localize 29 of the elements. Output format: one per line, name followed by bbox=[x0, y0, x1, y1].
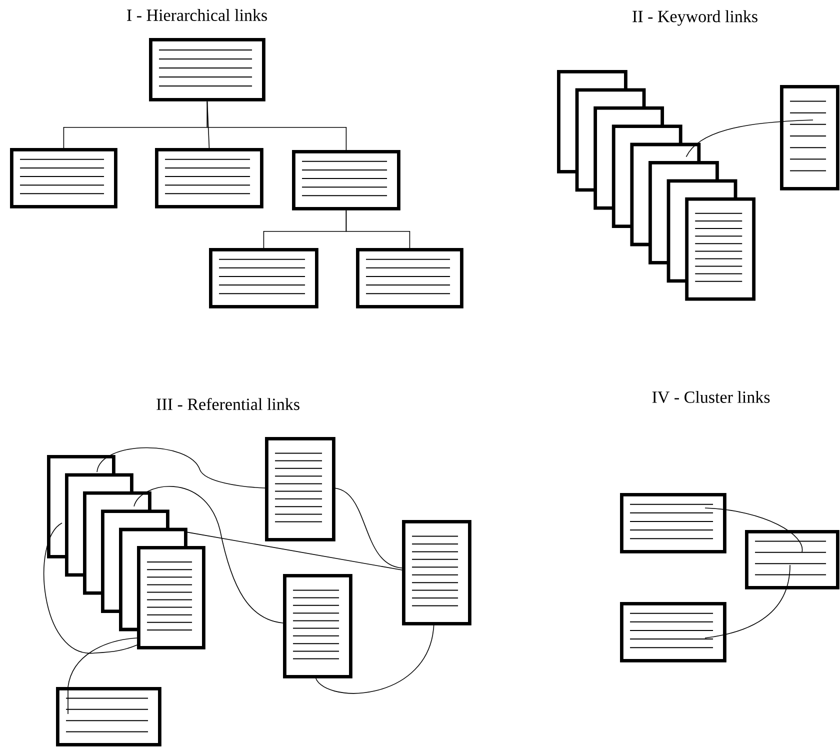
document-box bbox=[292, 150, 400, 210]
connector-line bbox=[704, 508, 802, 552]
document-box bbox=[209, 248, 318, 308]
connector-line bbox=[68, 638, 138, 714]
document-box bbox=[155, 148, 264, 208]
document-box bbox=[402, 520, 472, 626]
document-box bbox=[685, 197, 756, 301]
document-box bbox=[620, 493, 726, 554]
connector-line bbox=[184, 531, 402, 570]
document-box bbox=[56, 687, 162, 746]
connector-line bbox=[704, 564, 790, 638]
document-box bbox=[137, 546, 206, 650]
connector-line bbox=[206, 101, 347, 150]
document-box bbox=[149, 38, 266, 102]
document-box bbox=[745, 530, 840, 590]
document-box bbox=[265, 437, 336, 542]
document-box bbox=[780, 85, 840, 190]
document-box bbox=[10, 148, 118, 208]
document-box bbox=[283, 574, 352, 678]
connector-line bbox=[346, 210, 410, 248]
panel-heading: III - Referential links bbox=[156, 398, 300, 410]
connector-line bbox=[686, 120, 814, 158]
panel-heading: IV - Cluster links bbox=[652, 390, 770, 404]
document-box bbox=[620, 602, 726, 662]
document-box bbox=[356, 248, 464, 308]
connector-line bbox=[134, 486, 284, 624]
panel-heading: I - Hierarchical links bbox=[127, 9, 267, 21]
connector-line bbox=[96, 447, 266, 488]
panel-heading: II - Keyword links bbox=[632, 10, 758, 26]
